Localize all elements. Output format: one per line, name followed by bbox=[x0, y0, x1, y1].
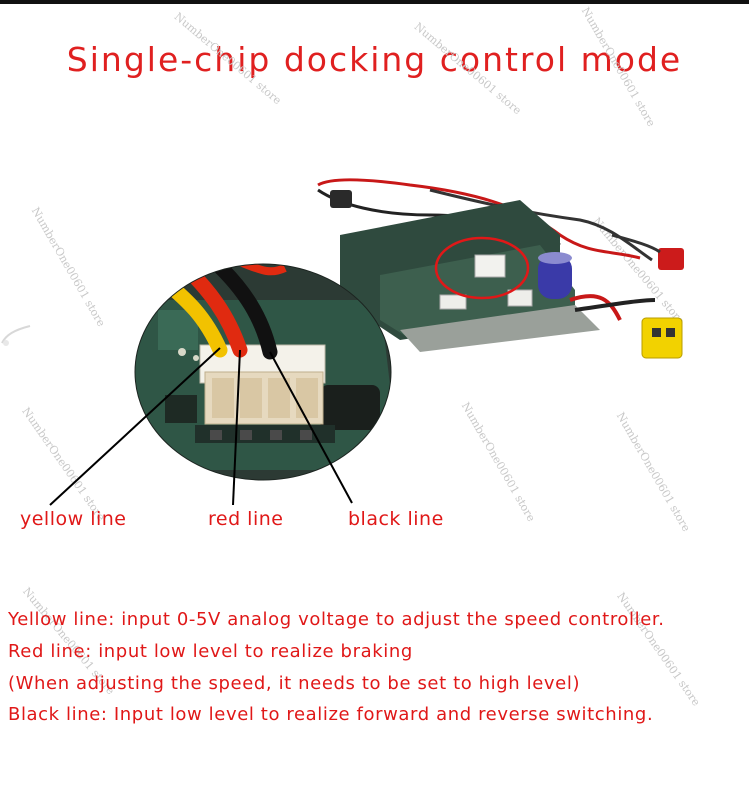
description-line-2: Red line: input low level to realize bra… bbox=[8, 641, 413, 662]
description-line-3: (When adjusting the speed, it needs to b… bbox=[8, 673, 581, 694]
red-pointer-line bbox=[232, 349, 241, 506]
yellow-pointer-line bbox=[49, 347, 221, 506]
stray-wire-tip bbox=[3, 340, 9, 346]
black-line-label: black line bbox=[348, 508, 444, 530]
yellow-line-label: yellow line bbox=[20, 508, 127, 530]
zoom-outline bbox=[134, 263, 392, 481]
top-border bbox=[0, 0, 749, 14]
zoom-detail bbox=[135, 264, 391, 480]
stray-wire bbox=[1, 325, 31, 344]
description-line-1: Yellow line: input 0-5V analog voltage t… bbox=[8, 609, 665, 630]
black-pointer-line bbox=[269, 351, 353, 504]
page-title: Single-chip docking control mode bbox=[66, 40, 683, 79]
controller-board-photo bbox=[317, 178, 684, 359]
description-line-4: Black line: Input low level to realize f… bbox=[8, 704, 654, 725]
red-line-label: red line bbox=[208, 508, 284, 530]
